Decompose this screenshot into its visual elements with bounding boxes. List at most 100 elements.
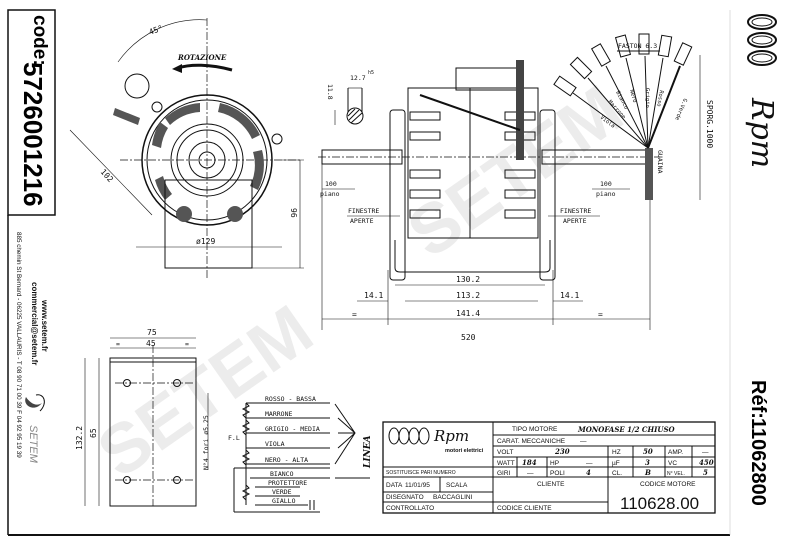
shaft-section-tolerance: h5 [368, 70, 374, 76]
title-block-codice-cliente: CODICE CLIENTE [497, 505, 552, 512]
email: commercial@setem.fr [30, 282, 39, 365]
title-block-volt-value: 230 [554, 447, 570, 456]
side-view-dim-eq-left: = [352, 310, 357, 319]
title-block-cl-label: CL. [612, 470, 622, 477]
title-block-scala: SCALA [446, 482, 468, 489]
wires-colors-3: Nero [628, 89, 637, 103]
title-block-uf-label: µF [612, 460, 620, 467]
angle-45: 45° [148, 23, 165, 36]
wiring-lines-2: GRIGIO - MEDIA [265, 425, 320, 433]
title-block-watt-label: WATT [497, 460, 515, 467]
title-block-disegnato-label: DISEGNATO [386, 494, 424, 501]
wiring-lines-4: NERO - ALTA [265, 456, 308, 464]
dim-113-2: 113.2 [456, 291, 480, 300]
dim-75: 75 [147, 328, 157, 337]
side-view-windows-left-1: APERTE [350, 217, 374, 225]
watermark: SETEM [394, 70, 636, 272]
mounting-bracket: 75 45 = = 132.2 65 N°4 fori ø5.25 [75, 328, 210, 507]
wiring-lines-7: VERDE [272, 488, 292, 496]
dim-132-2: 132.2 [75, 426, 84, 450]
left-strip-logo-text: SETEM [27, 425, 39, 464]
left-strip: code: 5726001216 www.setem.fr commercial… [15, 15, 50, 464]
wires-faston: FASTON 6.3 [618, 42, 657, 50]
title-block-brand-sub: motori elettrici [445, 448, 484, 454]
title-block-vc-label: VC [668, 460, 677, 467]
title-block-giri-label: GIRI [497, 470, 511, 477]
dim-45: 45 [146, 339, 156, 348]
shaft-section: 12.7 h5 11.8 [326, 70, 374, 125]
title-block-cliente: CLIENTE [537, 481, 565, 488]
title-block-tipo-label: TIPO MOTORE [512, 426, 558, 433]
wiring-lines-6: PROTETTORE [268, 479, 307, 487]
title-block-cl-value: B [644, 468, 651, 477]
website: www.setem.fr [40, 299, 49, 352]
wiring-lines-8: GIALLO [272, 497, 296, 505]
ref-label: Réf: [747, 380, 769, 419]
title-block-amp-label: AMP. [668, 449, 683, 456]
shaft-section-dim-width: 12.7 [350, 74, 366, 82]
bracket-dim-eq: = [116, 340, 120, 348]
side-view-dim-left-14: 14.1 [364, 291, 383, 300]
wires-colors-6: G.Verde [673, 97, 687, 121]
side-view-shaft-flat-right: 100 [600, 180, 612, 188]
bracket-dim-eq: = [185, 340, 189, 348]
side-view-dim-right-14: 14.1 [560, 291, 579, 300]
title-block-tipo-value: MONOFASE 1/2 CHIUSO [577, 425, 676, 434]
dim-520: 520 [461, 333, 476, 342]
linea-label: LINEA [363, 435, 373, 469]
side-view-shaft-flat-left: 100 [325, 180, 337, 188]
side-view-windows-right-1: APERTE [563, 217, 587, 225]
title-block-vel-label: N° VEL. [667, 471, 685, 477]
dim-141-4: 141.4 [456, 309, 480, 318]
address: 885 chemin St Bernard - 06225 VALLAURIS … [15, 232, 22, 458]
rpm-coils-logo [388, 427, 430, 445]
dim-diameter-129: ø129 [196, 237, 215, 246]
rpm-logo-coils [747, 14, 777, 66]
codice-motore-value: 110628.00 [620, 494, 699, 513]
title-block: Rpm motori elettrici SOSTITUISCE PARI NU… [382, 421, 716, 514]
title-block-data-label: DATA [386, 482, 403, 489]
title-block-vc-value: 450 [699, 458, 714, 467]
wires-colors-5: Rosso [655, 90, 664, 107]
wiring-lines-1: MARRONE [265, 410, 292, 418]
dim-96: 96 [289, 208, 298, 218]
title-block-uf-value: 3 [645, 458, 650, 467]
shaft-section-dim-flat: 11.8 [326, 84, 334, 100]
side-view-windows-right-0: FINESTRE [560, 207, 591, 215]
wiring-fl: F.L [228, 434, 240, 442]
side-view: 100 piano 100 piano FINESTRE APERTE FINE… [318, 60, 660, 342]
holes-note: N°4 fori ø5.25 [202, 415, 210, 470]
title-block-hp-label: HP [550, 460, 559, 467]
title-block-brand: Rpm [433, 427, 469, 445]
front-view: 45° ROTAZIONE 102 ø129 96 [69, 18, 304, 280]
code-label: code: [29, 15, 50, 66]
right-strip: Rpm Réf: 11062800 [744, 14, 779, 506]
wires-colors-4: Grigio [644, 88, 650, 108]
wiring-lines-0: ROSSO - BASSA [265, 395, 316, 403]
side-view-windows-left-0: FINESTRE [348, 207, 379, 215]
title-block-hp-value: — [586, 460, 593, 467]
drawing-frame [7, 9, 731, 536]
title-block-poli-value: 4 [586, 468, 591, 477]
title-block-sostituisce: SOSTITUISCE PARI NUMERO [386, 470, 456, 476]
dim-65: 65 [89, 428, 98, 438]
cable-sheath [516, 60, 524, 160]
wiring-lines-5: BIANCO [270, 470, 294, 478]
title-block-poli-label: POLI [550, 470, 565, 477]
title-block-carat-value: — [580, 438, 587, 445]
capacitor [455, 67, 522, 91]
side-view-shaft-flat-right-sub: piano [596, 190, 616, 198]
wiring-lines-3: VIOLA [265, 440, 285, 448]
title-block-hz-label: HZ [612, 449, 621, 456]
title-block-giri-value: — [527, 470, 534, 477]
ref-value: 11062800 [747, 418, 769, 506]
setem-logo: SETEM [25, 394, 45, 464]
dim-130-2: 130.2 [456, 275, 480, 284]
wires-sheath: GUAINA [656, 150, 664, 174]
rotation-label: ROTAZIONE [177, 53, 227, 62]
rpm-brand: Rpm [744, 97, 779, 168]
code-value: 5726001216 [18, 62, 48, 207]
title-block-vel-value: 5 [703, 468, 708, 477]
title-block-watt-value: 184 [522, 458, 537, 467]
wiring-lines [246, 402, 330, 510]
